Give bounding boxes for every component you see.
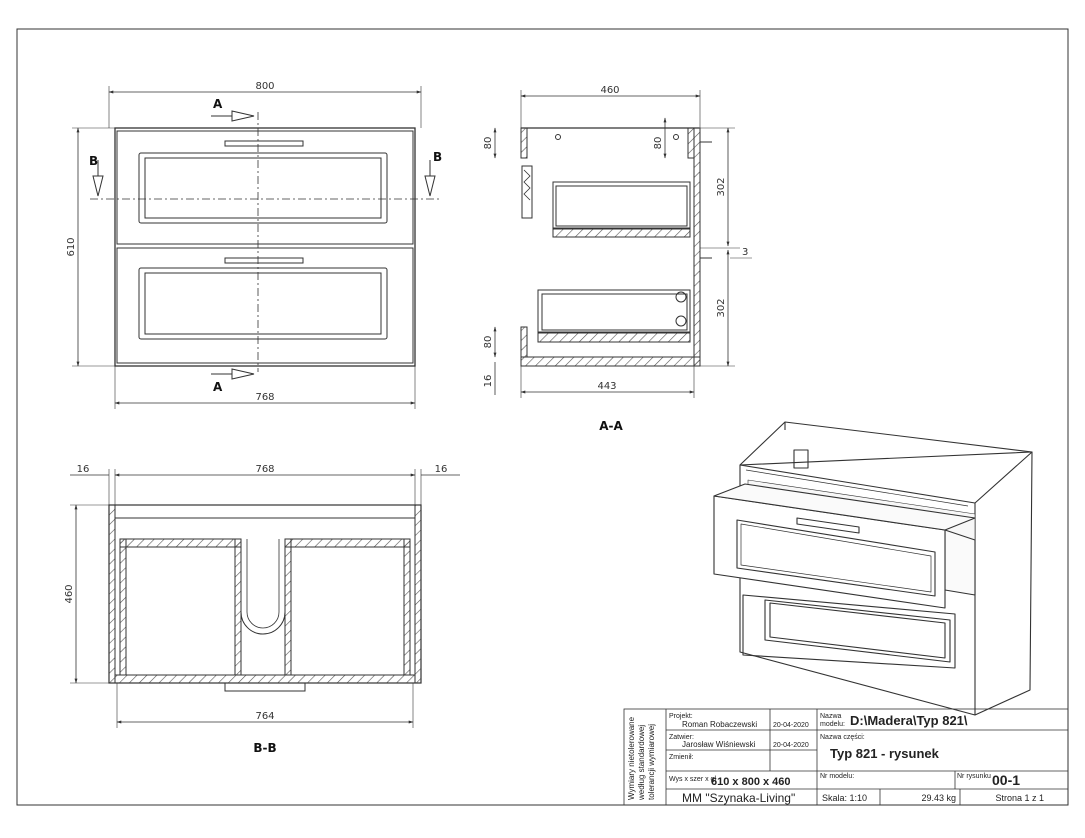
dims-value: 610 x 800 x 460	[711, 776, 791, 788]
nazwa-modelu-value: D:\Madera\Typ 821\	[850, 713, 968, 728]
sheet-border	[16, 28, 1069, 806]
section-aa-title: A-A	[599, 419, 623, 433]
dim-aa-drawer-lower: 302	[716, 298, 727, 317]
dim-aa-drawer-upper: 302	[716, 177, 727, 196]
section-bb-view	[70, 469, 460, 728]
upper-handle	[224, 140, 304, 147]
nr-rysunku-value: 00-1	[992, 772, 1020, 788]
projekt-name: Roman Robaczewski	[682, 720, 757, 729]
cabinet-outline	[114, 127, 416, 367]
section-b-right-label: B	[433, 150, 442, 164]
company-name: MM "Szynaka-Living"	[682, 791, 795, 805]
bottom-panel	[520, 356, 701, 367]
isometric-view	[713, 421, 1033, 716]
zmienil-label: Zmienił:	[669, 754, 694, 761]
dim-bb-bottom-width: 764	[255, 711, 274, 722]
dim-aa-rail-top: 80	[483, 137, 494, 150]
page-number: Strona 1 z 1	[995, 793, 1044, 803]
dim-front-width-top: 800	[255, 81, 274, 92]
dim-bb-right-panel: 16	[435, 464, 448, 475]
section-a-bottom-label: A	[213, 380, 223, 394]
dim-front-height: 610	[66, 237, 77, 256]
upper-panel	[138, 152, 388, 224]
dim-aa-depth-top: 460	[600, 85, 619, 96]
tolerance-note-line-3: tolerancji wymiarowej	[647, 724, 656, 800]
tolerance-note-line-2: według standardowej	[637, 725, 646, 801]
nr-modelu-label: Nr modelu:	[820, 773, 854, 780]
upper-drawer-front	[116, 130, 414, 245]
zatwier-label: Zatwier:	[669, 734, 694, 741]
zatwier-name: Jarosław Wiśniewski	[682, 740, 756, 749]
scale: Skala: 1:10	[822, 793, 867, 803]
nazwa-modelu-label-1: Nazwa	[820, 713, 842, 720]
lower-drawer-front	[116, 247, 414, 364]
upper-panel-inner	[144, 157, 382, 219]
section-b-left-label: B	[89, 154, 98, 168]
nr-rysunku-label: Nr rysunku	[957, 773, 991, 780]
nazwa-czesci-value: Typ 821 - rysunek	[830, 746, 940, 761]
dim-aa-bottom-thickness: 16	[483, 375, 494, 388]
dim-front-width-bottom: 768	[255, 392, 274, 403]
upper-drawer-box	[552, 181, 691, 229]
dim-aa-depth-bottom: 443	[597, 381, 616, 392]
lower-panel	[138, 267, 388, 340]
projekt-label: Projekt:	[669, 713, 693, 720]
dim-bb-inner-width: 768	[255, 464, 274, 475]
dim-aa-gap: 3	[742, 247, 748, 258]
weight: 29.43 kg	[921, 793, 956, 803]
tolerance-note-line-1: Wymiary nietolerowane	[627, 716, 636, 800]
dim-bb-depth: 460	[64, 584, 75, 603]
zatwier-date: 20-04-2020	[773, 742, 809, 749]
section-a-top-label: A	[213, 97, 223, 111]
title-block	[623, 708, 1069, 806]
nazwa-modelu-label-2: modelu:	[820, 721, 845, 728]
dims-label: Wys x szer x gł	[669, 776, 716, 783]
lower-drawer-box	[537, 289, 691, 333]
section-bb-title: B-B	[253, 741, 276, 755]
lower-handle	[224, 257, 304, 264]
lower-panel-inner	[144, 272, 382, 335]
front-view	[72, 86, 442, 409]
dim-bb-left-panel: 16	[77, 464, 90, 475]
dim-aa-rail-bottom: 80	[483, 336, 494, 349]
nazwa-czesci-label: Nazwa części:	[820, 734, 865, 741]
dim-aa-rail-top-inner: 80	[653, 137, 664, 150]
section-aa-view	[493, 90, 752, 398]
projekt-date: 20-04-2020	[773, 722, 809, 729]
